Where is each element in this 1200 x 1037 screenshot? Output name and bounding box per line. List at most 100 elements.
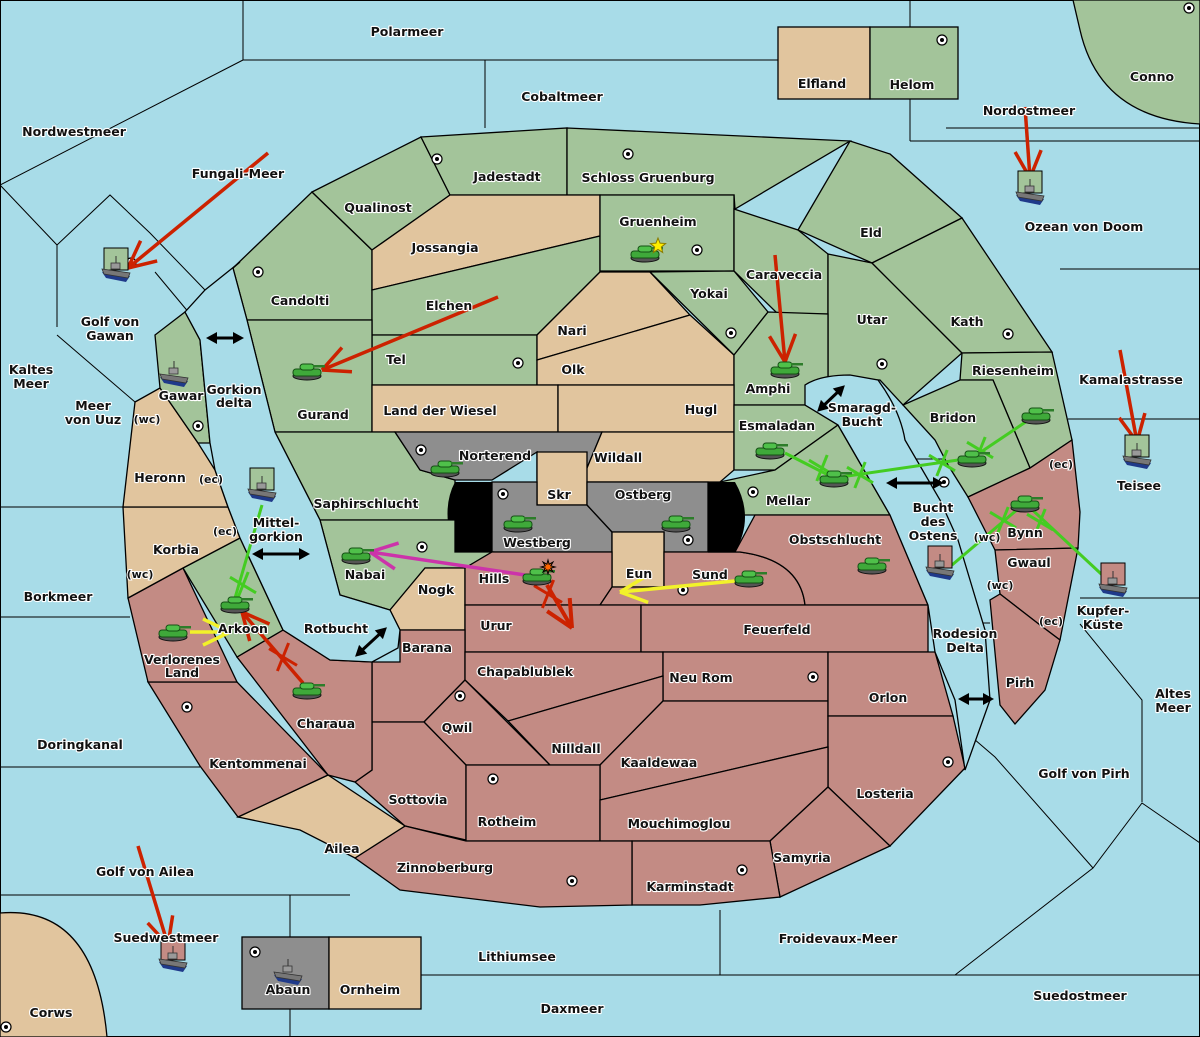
province-ornheim[interactable] <box>328 936 422 1010</box>
army-tank-icon[interactable] <box>1021 407 1054 425</box>
coast-label: (wc) <box>987 579 1014 592</box>
province-nari[interactable] <box>536 271 692 361</box>
army-tank-icon[interactable] <box>503 515 536 533</box>
supply-center-icon <box>747 486 759 498</box>
sea-label: Altes <box>1155 686 1191 701</box>
province-karminstadt[interactable] <box>631 840 781 906</box>
province-obstschlucht[interactable] <box>708 514 929 606</box>
land-label: Verlorenes <box>144 652 220 667</box>
move-order-arrow <box>767 254 798 363</box>
army-tank-icon[interactable] <box>755 442 788 460</box>
supply-center-icon <box>454 690 466 702</box>
land-label: Nari <box>557 323 586 338</box>
sea-label: Golf von <box>81 314 140 329</box>
province-conno[interactable] <box>1072 0 1200 125</box>
supply-center-icon <box>1183 2 1195 14</box>
army-tank-icon[interactable] <box>341 547 374 565</box>
failed-move-arrow <box>545 583 574 630</box>
failed-order-mark <box>533 579 563 609</box>
fleet-ship-icon[interactable] <box>101 247 131 282</box>
supply-center-icon <box>876 358 888 370</box>
supply-center-icon <box>736 864 748 876</box>
sea-label: Fungali-Meer <box>192 166 285 181</box>
army-tank-icon[interactable] <box>220 596 253 614</box>
land-label: Zinnoberburg <box>397 860 493 875</box>
coast-label: (wc) <box>974 531 1001 544</box>
coast-label: (ec) <box>1049 458 1073 471</box>
land-label: Land <box>165 665 199 680</box>
province-rotheim[interactable] <box>465 764 601 842</box>
land-label: Abaun <box>266 982 311 997</box>
land-label: Amphi <box>746 381 791 396</box>
supply-center-icon <box>416 541 428 553</box>
land-label: Eld <box>860 225 882 240</box>
sea-label: Bucht <box>842 414 883 429</box>
army-tank-icon[interactable] <box>292 363 325 381</box>
double-arrow-icon <box>206 332 244 344</box>
failed-order-mark <box>268 642 298 672</box>
province-corws[interactable] <box>0 911 108 1037</box>
army-tank-icon[interactable] <box>430 460 463 478</box>
land-label: Kath <box>951 314 984 329</box>
sea-gorkion[interactable] <box>184 261 401 663</box>
army-tank-icon[interactable] <box>1010 495 1043 513</box>
land-label: Mouchimoglou <box>628 816 731 831</box>
sea-label: Daxmeer <box>540 1001 604 1016</box>
sea-label: Gawan <box>86 328 134 343</box>
star-icon <box>649 236 667 254</box>
sea-smaragd-bucht[interactable] <box>804 374 991 771</box>
sea-label: des <box>921 514 946 529</box>
province-orlon[interactable] <box>827 651 954 717</box>
supply-center-icon <box>512 357 524 369</box>
fleet-ship-icon[interactable] <box>273 959 303 985</box>
fleet-ship-icon[interactable] <box>159 361 189 387</box>
sea-label: Borkmeer <box>24 589 94 604</box>
army-tank-icon[interactable] <box>770 361 803 379</box>
units <box>101 170 1152 985</box>
supply-center-icon <box>942 756 954 768</box>
fleet-ship-icon[interactable] <box>1015 170 1045 205</box>
province-elfland[interactable] <box>777 26 871 100</box>
sea-label: Delta <box>946 640 984 655</box>
land-label: Westberg <box>503 535 571 550</box>
sea-label: Kamalastrasse <box>1079 372 1183 387</box>
army-tank-icon[interactable] <box>661 515 694 533</box>
fleet-ship-icon[interactable] <box>1122 434 1152 469</box>
supply-center-icon <box>725 327 737 339</box>
land-label: Skr <box>547 487 571 502</box>
sea-label: Suedwestmeer <box>114 930 220 945</box>
fleet-ship-icon[interactable] <box>158 937 188 972</box>
support-cut-mark <box>229 571 257 599</box>
army-tank-icon[interactable] <box>158 624 191 642</box>
army-tank-icon[interactable] <box>819 470 852 488</box>
army-tank-icon[interactable] <box>292 682 325 700</box>
land-label: Tel <box>386 352 406 367</box>
sea-label: Smaragd- <box>828 400 896 415</box>
province-gruenheim[interactable] <box>599 194 735 272</box>
supply-center-icon <box>936 34 948 46</box>
province-eld[interactable] <box>797 140 964 264</box>
sea-label: Suedostmeer <box>1033 988 1127 1003</box>
sea-label: Gorkion <box>206 382 261 397</box>
fleet-ship-icon[interactable] <box>925 545 955 580</box>
land-label: Nilldall <box>551 741 600 756</box>
army-tank-icon[interactable] <box>734 570 767 588</box>
supply-center-icon <box>487 773 499 785</box>
army-tank-icon[interactable] <box>957 450 990 468</box>
army-tank-icon[interactable] <box>857 557 890 575</box>
land-label: Gruenheim <box>619 214 696 229</box>
fleet-ship-icon[interactable] <box>1098 562 1128 597</box>
land-label: Urur <box>480 618 512 633</box>
land-label: Gawar <box>159 388 205 403</box>
land-label: Wildall <box>594 450 642 465</box>
sea-label: Doringkanal <box>37 737 123 752</box>
coast-label: (ec) <box>1039 615 1063 628</box>
province-pirh[interactable] <box>989 593 1061 726</box>
fleet-ship-icon[interactable] <box>247 467 277 502</box>
province-zinnoberburg[interactable] <box>353 825 633 908</box>
sea-label: Kaltes <box>9 362 53 377</box>
land-label: Bridon <box>930 410 976 425</box>
land-label: Utar <box>857 312 889 327</box>
supply-center-icon <box>682 534 694 546</box>
sea-label: Küste <box>1083 617 1123 632</box>
